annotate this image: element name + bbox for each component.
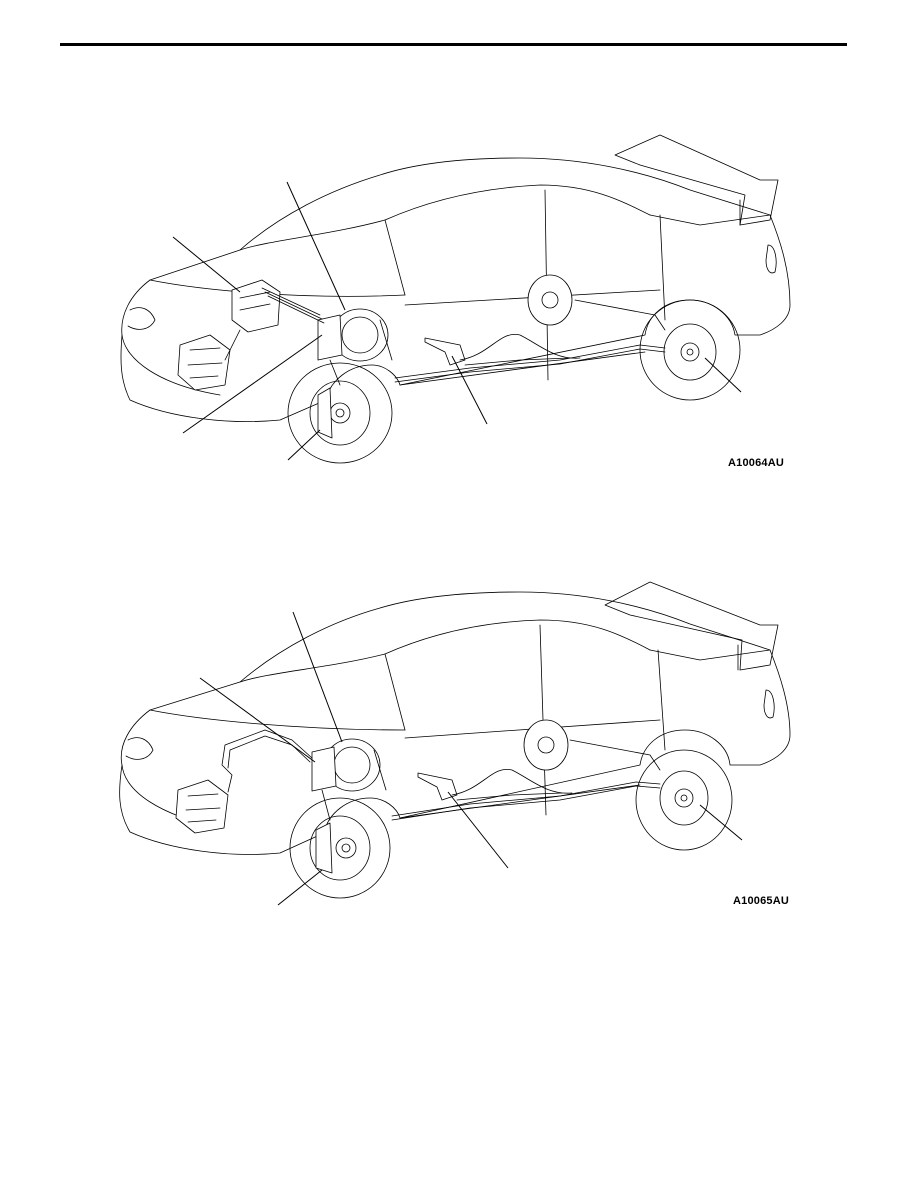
rear-spoiler (614, 134, 779, 226)
windshield-line (239, 219, 406, 296)
headlight (125, 737, 154, 760)
front-disc (309, 380, 371, 446)
sill-line (399, 351, 646, 386)
rear-disc (659, 770, 709, 826)
brake-line-front (321, 789, 331, 821)
front-bumper (121, 334, 221, 396)
leader-parking-brake (447, 791, 509, 869)
leader-master-cylinder (182, 334, 323, 434)
rear-tire (635, 749, 733, 851)
front-caliper (317, 387, 333, 439)
roof-line (384, 184, 651, 221)
figure-code: A10065AU (733, 895, 790, 907)
tail-light (763, 689, 775, 719)
far-front-brake (175, 779, 229, 834)
brake-line-rear-upper (574, 299, 666, 331)
leader-booster (286, 181, 346, 311)
parking-brake-lever (417, 772, 458, 801)
front-tire (287, 362, 393, 464)
far-rear-brake (523, 719, 569, 771)
front-caliper (315, 822, 333, 874)
door-rear-edge (659, 214, 666, 321)
far-rear-brake (527, 274, 573, 326)
door-rear-edge (657, 649, 666, 751)
rear-tire (639, 299, 741, 401)
leader-rear-brake (699, 804, 743, 841)
hood-line (149, 709, 406, 731)
brake-line-main (394, 344, 666, 379)
far-front-brake (177, 334, 231, 391)
leader-front-brake (287, 429, 321, 461)
master-cylinder (311, 746, 337, 792)
parking-brake-cable (451, 768, 573, 796)
headlight (127, 307, 156, 330)
rear-spoiler (604, 581, 779, 671)
leader-abs-unit (172, 236, 241, 293)
brake-line-main (391, 781, 661, 817)
parking-brake-cable (459, 333, 581, 361)
roof-line (384, 619, 651, 655)
car-illustration-2 (119, 581, 791, 906)
tail-light (765, 244, 777, 274)
header-rule (60, 43, 847, 46)
brake-line-front (224, 329, 341, 386)
brake-line-abs (261, 287, 325, 324)
brake-system-diagram-2: A10065AU (0, 570, 918, 920)
leader-booster (292, 611, 343, 743)
rear-disc (663, 323, 717, 381)
windshield-line (239, 653, 406, 731)
rear-window-line (649, 214, 771, 226)
master-cylinder (317, 314, 343, 361)
abs-hydraulic-unit (231, 279, 281, 333)
front-disc (309, 815, 371, 881)
leader-parking-brake (451, 355, 488, 425)
front-tire (289, 797, 391, 899)
rear-window-line (649, 649, 771, 661)
car-body-outline (119, 591, 791, 855)
leader-front-brake (277, 869, 323, 906)
leader-rear-brake (704, 357, 742, 393)
parking-brake-lever (424, 337, 466, 366)
brake-line-rear-upper (569, 739, 661, 771)
car-illustration-1 (120, 134, 791, 464)
figure-code: A10064AU (728, 457, 785, 469)
car-body-outline (120, 157, 791, 422)
brake-line-front-left (221, 729, 313, 793)
brake-system-diagram-1: A10064AU (0, 120, 918, 490)
leader-master-cylinder (199, 677, 316, 763)
